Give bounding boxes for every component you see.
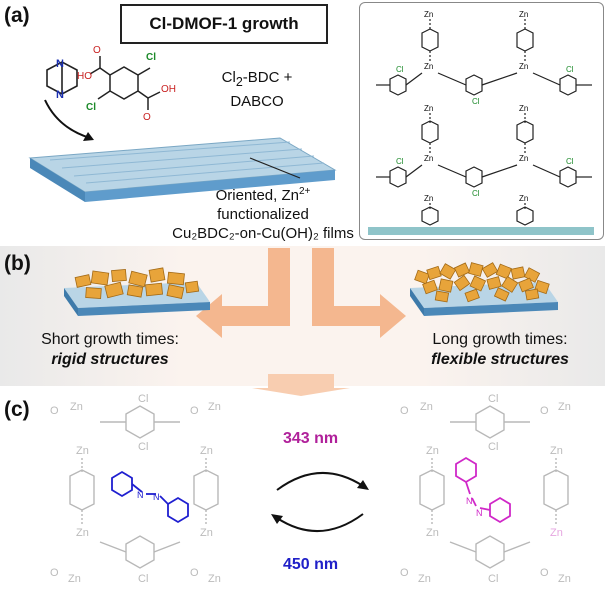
svg-text:Zn: Zn <box>208 573 221 585</box>
svg-text:Cl: Cl <box>488 393 498 405</box>
svg-text:Cl: Cl <box>138 393 148 405</box>
svg-text:Cl: Cl <box>488 441 498 453</box>
svg-text:OH: OH <box>161 84 176 95</box>
svg-text:O: O <box>540 405 549 417</box>
svg-text:Zn: Zn <box>420 401 433 413</box>
film-description: Oriented, Zn2+ functionalized Cu₂BDC₂-on… <box>172 186 354 242</box>
short-growth-text: Short growth times: <box>41 331 179 348</box>
panel-b-illustrations <box>64 248 558 396</box>
panel-a-label: (a) <box>4 4 30 27</box>
svg-text:Zn: Zn <box>424 10 433 19</box>
svg-text:Zn: Zn <box>558 401 571 413</box>
svg-text:Cl: Cl <box>138 441 148 453</box>
svg-text:Cl: Cl <box>566 157 574 166</box>
svg-text:Zn: Zn <box>550 445 563 457</box>
svg-text:O: O <box>50 405 59 417</box>
svg-text:Zn: Zn <box>418 573 431 585</box>
linker-row-top: Cl Cl Cl <box>376 65 592 106</box>
svg-text:Zn: Zn <box>519 154 528 163</box>
pillar-column-right: Zn Zn Zn Zn Zn <box>516 10 534 226</box>
svg-text:Zn: Zn <box>426 527 439 539</box>
svg-text:Zn: Zn <box>76 527 89 539</box>
long-growth-text: Long growth times: <box>432 331 568 348</box>
mof-structure-box: Zn Zn Zn Zn Zn Zn Zn Zn <box>359 2 604 240</box>
growth-title: Cl-DMOF-1 growth <box>149 14 299 33</box>
svg-text:Cl: Cl <box>488 573 498 585</box>
svg-text:Cl: Cl <box>396 157 404 166</box>
svg-text:N: N <box>56 58 64 70</box>
svg-text:N: N <box>56 89 64 101</box>
dabco-arrow <box>44 99 91 139</box>
reagent-text: Cl2-BDC + DABCO <box>221 69 293 110</box>
right-substrate <box>410 262 558 316</box>
svg-text:Zn: Zn <box>426 445 439 457</box>
long-growth-caption: Long growth times: flexible structures <box>395 330 605 370</box>
svg-text:Zn: Zn <box>519 10 528 19</box>
svg-text:Zn: Zn <box>519 104 528 113</box>
split-arrows <box>196 248 406 338</box>
svg-text:Cl: Cl <box>396 65 404 74</box>
left-substrate <box>64 267 210 316</box>
svg-text:Zn: Zn <box>558 573 571 585</box>
rigid-structures-text: rigid structures <box>51 351 169 368</box>
svg-text:Zn: Zn <box>424 154 433 163</box>
svg-text:O: O <box>540 567 549 579</box>
forward-arrow <box>276 472 364 491</box>
svg-text:Zn: Zn <box>550 527 563 539</box>
svg-text:O: O <box>400 405 409 417</box>
svg-text:HO: HO <box>77 71 92 82</box>
growth-title-box: Cl-DMOF-1 growth <box>120 4 328 44</box>
svg-text:Zn: Zn <box>200 527 213 539</box>
svg-text:O: O <box>50 567 59 579</box>
svg-text:O: O <box>190 405 199 417</box>
svg-text:N: N <box>476 508 483 518</box>
photoswitch-arrows <box>271 472 369 532</box>
svg-text:Zn: Zn <box>200 445 213 457</box>
cis-azobenzene: N N <box>455 456 511 524</box>
svg-text:N: N <box>466 496 473 506</box>
linker-row-bottom: Cl Cl Cl <box>376 157 592 198</box>
svg-text:Cl: Cl <box>472 189 480 198</box>
reverse-wavelength-label: 450 nm <box>283 556 339 573</box>
panel-b-label: (b) <box>4 252 31 275</box>
svg-text:Cl: Cl <box>86 102 96 113</box>
down-arrow <box>252 374 350 396</box>
svg-text:Zn: Zn <box>424 104 433 113</box>
svg-text:Zn: Zn <box>424 62 433 71</box>
panel-c-label: (c) <box>4 398 30 421</box>
svg-text:O: O <box>190 567 199 579</box>
svg-text:O: O <box>93 45 101 56</box>
svg-text:N: N <box>137 490 144 500</box>
svg-text:Zn: Zn <box>519 62 528 71</box>
svg-text:Cl: Cl <box>472 97 480 106</box>
film-substrate-illustration: N N Cl Cl O HO OH O <box>28 45 337 202</box>
svg-text:N: N <box>153 492 160 502</box>
short-growth-caption: Short growth times: rigid structures <box>0 330 220 370</box>
svg-text:Cl: Cl <box>138 573 148 585</box>
svg-text:Cl: Cl <box>566 65 574 74</box>
mof-structure-diagram: Zn Zn Zn Zn Zn Zn Zn Zn <box>368 10 594 235</box>
trans-azobenzene: N N <box>111 470 189 524</box>
svg-text:O: O <box>143 112 151 123</box>
svg-text:Cl: Cl <box>146 52 156 63</box>
svg-text:Zn: Zn <box>519 194 528 203</box>
svg-text:Zn: Zn <box>208 401 221 413</box>
cl2bdc-molecule: Cl Cl O HO OH O <box>77 45 176 123</box>
reverse-arrow <box>276 513 364 532</box>
svg-text:Zn: Zn <box>68 573 81 585</box>
forward-wavelength-label: 343 nm <box>283 430 339 447</box>
svg-text:Zn: Zn <box>424 194 433 203</box>
mof-substrate-bar <box>368 227 594 235</box>
svg-text:Zn: Zn <box>76 445 89 457</box>
flexible-structures-text: flexible structures <box>431 351 569 368</box>
dabco-molecule: N N <box>46 58 78 101</box>
pillar-column-left: Zn Zn Zn Zn Zn <box>421 10 439 226</box>
svg-text:Zn: Zn <box>70 401 83 413</box>
svg-text:O: O <box>400 567 409 579</box>
